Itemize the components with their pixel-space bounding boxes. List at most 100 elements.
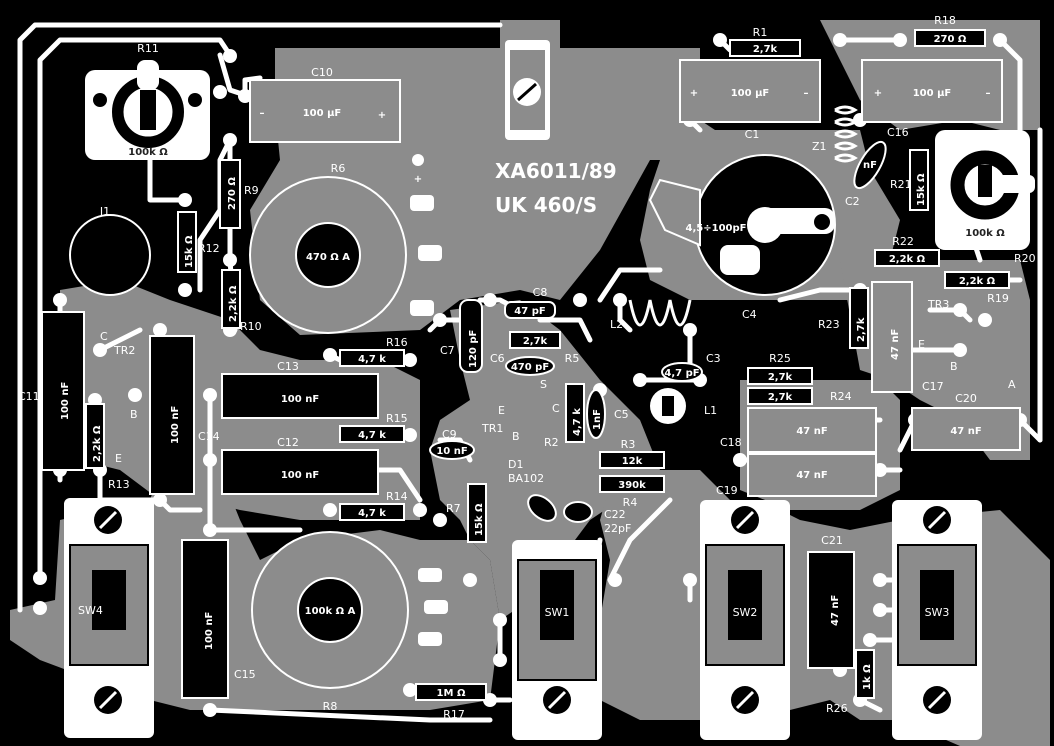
capacitor-c21: 47 nF C21 [807, 534, 855, 669]
r19-ref: R19 [987, 292, 1009, 305]
c1-ref: C1 [745, 128, 760, 141]
c2-value: nF [863, 160, 877, 171]
coil-l1: L1 [650, 388, 717, 424]
transistor-tr3: TR3 C E B [918, 298, 990, 373]
cap1-minus: – [804, 88, 809, 99]
capacitor-c12: 100 nF C12 [221, 436, 379, 495]
resistor-r17: 1M Ω R17 [415, 683, 487, 721]
r9-ref: R9 [244, 184, 259, 197]
capacitor-c15: 100 nF C15 [181, 539, 256, 699]
capacitor-electrolytic-1: 100 µF + – [679, 59, 821, 123]
c8-ref: C8 [533, 286, 548, 299]
tr1-e: E [498, 404, 505, 417]
c1-value: 4,5÷100pF [686, 223, 747, 234]
r7-value: 15k Ω [474, 503, 485, 536]
r21-value: 15k Ω [916, 173, 927, 206]
r4-ref: R4 [623, 496, 638, 509]
resistor-r15: 4,7 k R15 [339, 412, 408, 443]
resistor-r19: 2,2k Ω R19 [944, 271, 1010, 305]
tr2-ref: TR2 [113, 344, 135, 357]
c5-ref: C5 [614, 408, 629, 421]
sw3-ref: SW3 [925, 606, 950, 619]
board-title-2: UK 460/S [495, 193, 597, 217]
r25-value: 2,7k [768, 372, 793, 383]
c20-a: A [1008, 378, 1016, 391]
r2-ref: R2 [544, 436, 559, 449]
capacitor-c10: 100 µF – + C10 [249, 66, 401, 143]
r20-ref: R20 [1014, 252, 1036, 265]
r19-value: 2,2k Ω [959, 276, 996, 287]
tr2-e: E [115, 452, 122, 465]
r18-ref: R18 [934, 14, 956, 27]
c3-ref: C3 [706, 352, 721, 365]
r5-ref: R5 [565, 352, 580, 365]
r16-value: 4,7 k [358, 354, 386, 365]
capacitor-c22: C22 22pF [563, 501, 631, 535]
r17-value: 1M Ω [437, 688, 466, 699]
trimmer-r20: 100k Ω R20 [935, 130, 1036, 265]
sw2-ref: SW2 [733, 606, 758, 619]
r17-ref: R17 [443, 708, 465, 721]
c13-ref: C13 [277, 360, 299, 373]
d1-type: BA102 [508, 472, 544, 485]
potentiometer-r8: 100k Ω A R8 [251, 531, 448, 713]
resistor-r25: 2,7k R25 [747, 352, 813, 385]
d1-ref: D1 [508, 458, 523, 471]
c10-plus: + [378, 110, 386, 121]
r13-ref: R13 [108, 478, 130, 491]
r16-ref: R16 [386, 336, 408, 349]
resistor-r16: 4,7 k R16 [339, 336, 408, 367]
r23-ref: R23 [818, 318, 840, 331]
switch-sw1: SW1 [512, 540, 602, 740]
jack-j1: J1 [69, 205, 151, 296]
r10-ref: R10 [240, 320, 262, 333]
c10-minus: – [260, 108, 265, 119]
c20-value: 47 nF [950, 426, 981, 437]
r25-ref: R25 [769, 352, 791, 365]
r6-ref: R6 [331, 162, 346, 175]
resistor-r14: 4,7 k R14 [339, 490, 408, 521]
c6-ref: C6 [490, 352, 505, 365]
resistor-r24: 2,7k R24 [747, 387, 852, 405]
j1-ref: J1 [99, 205, 110, 218]
r10-value: 2,2k Ω [228, 285, 239, 322]
r5-value: 2,7k [523, 336, 548, 347]
r4-value: 390k [618, 480, 646, 491]
r3-ref: R3 [621, 438, 636, 451]
tr3-ref: TR3 [927, 298, 949, 311]
resistor-r18: 270 Ω R18 [914, 14, 986, 47]
capacitor-c14: 100 nF C14 [149, 335, 220, 495]
trimmer-c1: 4,5÷100pF C1 [648, 128, 836, 296]
resistor-r9: 270 Ω R9 [219, 159, 259, 229]
r26-ref: R26 [826, 702, 848, 715]
resistor-r12: 15k Ω R12 [177, 211, 220, 273]
r6-plus: + [414, 174, 422, 185]
c15-ref: C15 [234, 668, 256, 681]
capacitor-c2: nF C2 [845, 140, 887, 208]
r14-value: 4,7 k [358, 508, 386, 519]
r24-value: 2,7k [768, 392, 793, 403]
capacitor-c18: 47 nF C18 [720, 407, 877, 453]
tr3-c: C [982, 312, 990, 325]
z1-ref: Z1 [812, 140, 827, 153]
diode-d1: D1 BA102 [508, 458, 557, 522]
tr1-c: C [552, 402, 560, 415]
c19-value: 47 nF [796, 470, 827, 481]
r11-ref: R11 [137, 42, 159, 55]
resistor-r21: 15k Ω R21 [890, 149, 929, 211]
r8-value: 100k Ω A [305, 606, 356, 617]
sw4-ref: SW4 [78, 604, 103, 617]
resistor-r23: 2,7k R23 [818, 287, 869, 349]
resistor-r3: 12k R3 [599, 438, 665, 469]
capacitor-c13: 100 nF C13 [221, 360, 379, 419]
c18-ref: C18 [720, 436, 742, 449]
tr1-b: B [512, 430, 520, 443]
resistor-r1: 2,7k R1 [729, 26, 801, 57]
c22-value: 22pF [604, 522, 631, 535]
capacitor-c19: 47 nF C19 [716, 453, 877, 497]
coil-z1: Z1 [812, 105, 858, 163]
resistor-r7: 15k Ω R7 [446, 483, 487, 543]
capacitor-c11: 100 nF C11 [18, 311, 85, 471]
tr1-s: S [540, 378, 547, 391]
capacitor-c17: 47 nF C17 [871, 281, 944, 393]
